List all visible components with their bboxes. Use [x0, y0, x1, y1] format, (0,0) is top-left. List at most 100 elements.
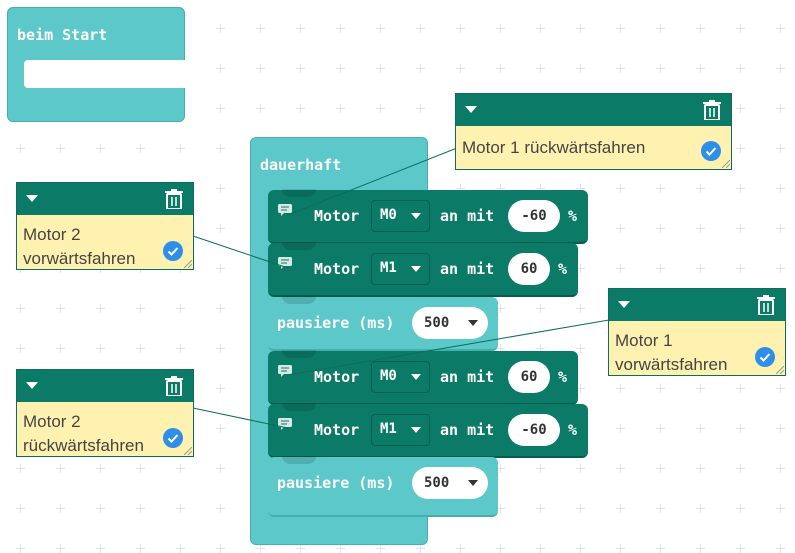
grid-plus-mark: [336, 24, 345, 33]
grid-plus-mark: [576, 304, 585, 313]
on-start-block[interactable]: beim Start: [7, 7, 186, 122]
connector-line: [192, 235, 289, 269]
grid-plus-mark: [136, 544, 145, 553]
grid-plus-mark: [456, 64, 465, 73]
trash-icon[interactable]: [165, 189, 183, 209]
grid-plus-mark: [616, 24, 625, 33]
comment-motor1-forward[interactable]: Motor 1 vorwärtsfahren: [608, 288, 786, 376]
grid-plus-mark: [536, 344, 545, 353]
speed-input[interactable]: 60: [508, 253, 550, 285]
resize-grip-icon[interactable]: [184, 260, 192, 268]
grid-plus-mark: [216, 384, 225, 393]
comment-text[interactable]: Motor 2 rückwärtsfahren: [23, 412, 144, 455]
resize-grip-icon[interactable]: [722, 160, 730, 168]
grid-plus-mark: [456, 544, 465, 553]
comment-text[interactable]: Motor 2 vorwärtsfahren: [23, 225, 136, 268]
grid-plus-mark: [136, 304, 145, 313]
comment-motor1-reverse[interactable]: Motor 1 rückwärtsfahren: [455, 93, 732, 170]
pause-keyword: pausiere (ms): [277, 474, 395, 492]
pause-block-1[interactable]: pausiere (ms) 500: [268, 296, 498, 351]
grid-plus-mark: [776, 424, 785, 433]
port-dropdown[interactable]: M1: [371, 414, 430, 446]
port-value: M0: [380, 368, 397, 384]
comment-motor2-reverse[interactable]: Motor 2 rückwärtsfahren: [16, 369, 194, 457]
triangle-down-icon[interactable]: [465, 106, 477, 113]
grid-plus-mark: [696, 504, 705, 513]
comment-icon: [278, 365, 292, 377]
grid-plus-mark: [576, 24, 585, 33]
grid-plus-mark: [616, 384, 625, 393]
grid-plus-mark: [96, 544, 105, 553]
grid-plus-mark: [496, 464, 505, 473]
resize-grip-icon[interactable]: [184, 447, 192, 455]
grid-plus-mark: [656, 184, 665, 193]
trash-icon[interactable]: [757, 295, 775, 315]
grid-plus-mark: [616, 464, 625, 473]
comment-text[interactable]: Motor 1 rückwärtsfahren: [462, 138, 646, 157]
port-value: M1: [380, 421, 397, 437]
trash-icon[interactable]: [165, 376, 183, 396]
trash-icon[interactable]: [703, 100, 721, 120]
grid-plus-mark: [216, 264, 225, 273]
grid-plus-mark: [736, 184, 745, 193]
comment-icon: [278, 257, 292, 269]
grid-plus-mark: [496, 24, 505, 33]
triangle-down-icon[interactable]: [618, 301, 630, 308]
grid-plus-mark: [56, 144, 65, 153]
port-dropdown[interactable]: M1: [371, 253, 430, 285]
comment-text[interactable]: Motor 1 vorwärtsfahren: [615, 331, 728, 374]
grid-plus-mark: [176, 344, 185, 353]
connector-line: [287, 319, 610, 376]
check-circle-icon[interactable]: [755, 347, 775, 367]
grid-plus-mark: [576, 264, 585, 273]
port-dropdown[interactable]: M0: [371, 200, 430, 232]
unit-label: %: [558, 368, 568, 386]
pause-duration-dropdown[interactable]: 500: [412, 307, 488, 339]
grid-plus-mark: [656, 64, 665, 73]
check-circle-icon[interactable]: [163, 428, 183, 448]
check-circle-icon[interactable]: [163, 241, 183, 261]
grid-plus-mark: [696, 64, 705, 73]
grid-plus-mark: [656, 384, 665, 393]
grid-plus-mark: [736, 424, 745, 433]
grid-plus-mark: [616, 64, 625, 73]
pause-duration-dropdown[interactable]: 500: [412, 467, 488, 499]
grid-plus-mark: [656, 24, 665, 33]
grid-plus-mark: [776, 224, 785, 233]
port-dropdown[interactable]: M0: [371, 361, 430, 393]
triangle-down-icon[interactable]: [26, 382, 38, 389]
grid-plus-mark: [536, 184, 545, 193]
grid-plus-mark: [576, 344, 585, 353]
resize-grip-icon[interactable]: [776, 366, 784, 374]
grid-plus-mark: [736, 104, 745, 113]
grid-plus-mark: [576, 384, 585, 393]
comment-icon: [278, 418, 292, 430]
grid-plus-mark: [96, 304, 105, 313]
pause-block-2[interactable]: pausiere (ms) 500: [268, 456, 498, 517]
grid-plus-mark: [216, 424, 225, 433]
grid-plus-mark: [576, 504, 585, 513]
grid-plus-mark: [736, 64, 745, 73]
grid-plus-mark: [576, 184, 585, 193]
grid-plus-mark: [656, 504, 665, 513]
triangle-down-icon: [411, 213, 421, 219]
grid-plus-mark: [16, 144, 25, 153]
grid-plus-mark: [616, 184, 625, 193]
comment-motor2-forward[interactable]: Motor 2 vorwärtsfahren: [16, 182, 194, 270]
speed-input[interactable]: -60: [508, 200, 560, 232]
block-notch: [282, 456, 316, 464]
check-circle-icon[interactable]: [701, 141, 721, 161]
grid-plus-mark: [96, 464, 105, 473]
speed-input[interactable]: -60: [508, 414, 560, 446]
grid-plus-mark: [776, 544, 785, 553]
triangle-down-icon[interactable]: [26, 195, 38, 202]
speed-input[interactable]: 60: [508, 361, 550, 393]
motor-block-3[interactable]: Motor M0 an mit 60 %: [268, 350, 578, 405]
grid-plus-mark: [216, 504, 225, 513]
comment-header: [17, 183, 193, 215]
motor-block-2[interactable]: Motor M1 an mit 60 %: [268, 242, 578, 297]
grid-plus-mark: [376, 24, 385, 33]
grid-plus-mark: [136, 344, 145, 353]
grid-plus-mark: [16, 464, 25, 473]
